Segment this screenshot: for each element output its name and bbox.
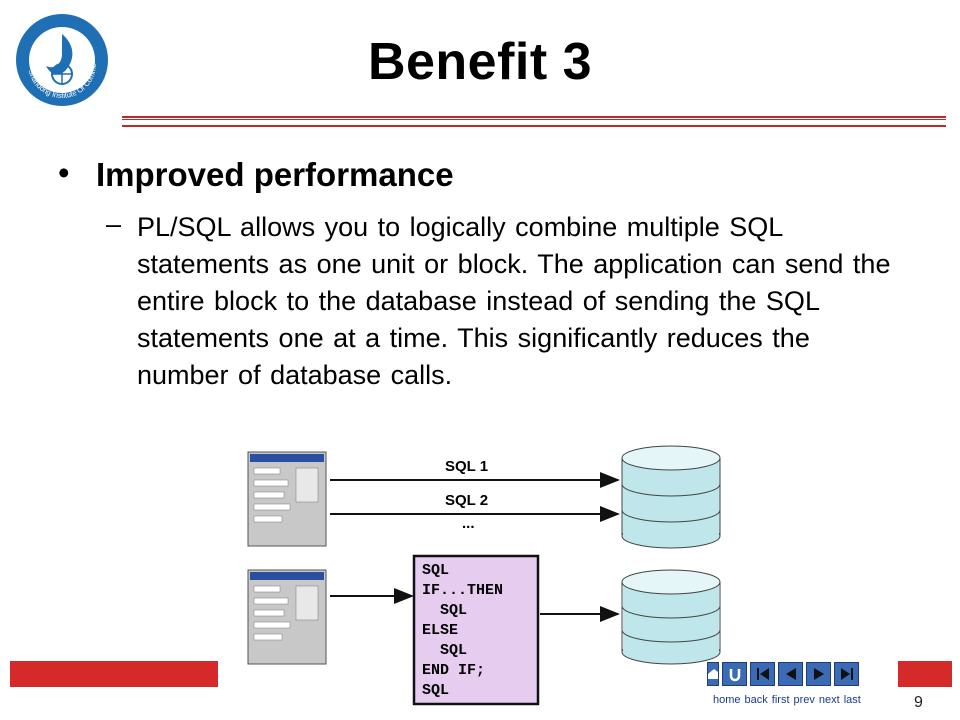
- title-divider: [122, 116, 946, 127]
- prev-button[interactable]: [778, 662, 803, 686]
- application-window-icon: [247, 451, 327, 547]
- body-paragraph: PL/SQL allows you to logically combine m…: [137, 212, 891, 390]
- nav-label-home[interactable]: home: [713, 694, 741, 706]
- triangle-right-icon: [813, 668, 824, 680]
- footer-bar-right: [898, 661, 952, 687]
- sub-bullet-marker: –: [106, 209, 122, 239]
- plsql-block-line: SQL: [422, 682, 449, 699]
- footer-bar-left: [10, 661, 218, 687]
- nav-label-prev[interactable]: prev: [793, 694, 815, 706]
- plsql-block-line: SQL: [422, 602, 467, 619]
- skip-first-icon: [756, 668, 769, 680]
- plsql-block-line: ELSE: [422, 622, 458, 639]
- home-button[interactable]: [707, 662, 719, 686]
- nav-label-last[interactable]: last: [843, 694, 861, 706]
- nav-label-next[interactable]: next: [818, 694, 840, 706]
- home-icon: [708, 669, 718, 679]
- ellipsis-label: ...: [462, 515, 475, 532]
- triangle-left-icon: [785, 668, 796, 680]
- back-button[interactable]: [722, 662, 747, 686]
- database-icon: [621, 445, 721, 549]
- nav-label-first[interactable]: first: [771, 694, 790, 706]
- application-window-icon: [247, 569, 327, 665]
- slide-navigation: [707, 661, 898, 687]
- institution-logo: Shandong Institute Of Commerce: [12, 5, 110, 108]
- last-button[interactable]: [834, 662, 859, 686]
- skip-last-icon: [840, 668, 853, 680]
- plsql-block-line: SQL: [422, 562, 449, 579]
- plsql-block: SQL IF...THEN SQL ELSE SQL END IF; SQL: [412, 554, 540, 706]
- page-number: 9: [914, 694, 923, 711]
- bullet-marker: •: [58, 154, 70, 191]
- plsql-block-line: SQL: [422, 642, 467, 659]
- slide-title: Benefit 3: [367, 33, 593, 91]
- sql1-label: SQL 1: [445, 458, 488, 475]
- bullet-heading: Improved performance: [96, 156, 454, 193]
- nav-label-back[interactable]: back: [744, 694, 768, 706]
- performance-diagram: SQL 1 SQL 2 ... SQL: [240, 438, 730, 708]
- plsql-block-line: IF...THEN: [422, 582, 503, 599]
- sql2-label: SQL 2: [445, 492, 488, 509]
- u-turn-icon: [729, 669, 740, 682]
- database-icon: [621, 569, 721, 665]
- next-button[interactable]: [806, 662, 831, 686]
- plsql-block-line: END IF;: [422, 662, 485, 679]
- first-button[interactable]: [750, 662, 775, 686]
